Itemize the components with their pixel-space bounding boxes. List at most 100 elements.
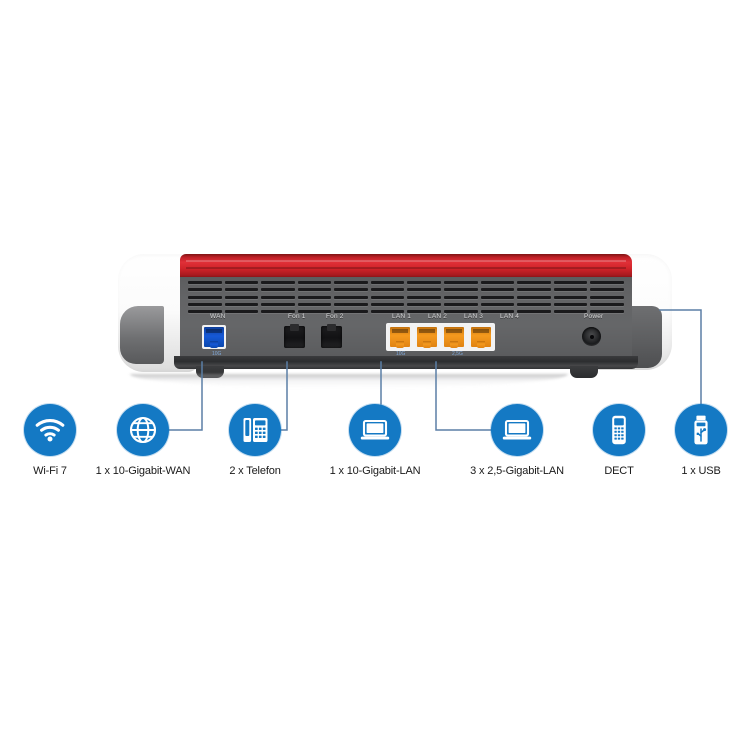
vent-slot xyxy=(297,310,332,313)
feature-wifi[interactable]: Wi-Fi 7 xyxy=(0,404,102,477)
vent-slot xyxy=(553,302,588,306)
speed-tag-lan23-speed: 2,5G xyxy=(452,351,463,357)
vent-slot xyxy=(517,302,551,306)
vent-slot xyxy=(297,281,332,284)
vent-slot xyxy=(370,295,405,299)
vent-slot xyxy=(517,310,551,313)
power-port[interactable] xyxy=(582,327,601,346)
vent-slot xyxy=(517,288,551,292)
vent-slot xyxy=(407,302,442,306)
vent-column xyxy=(444,281,478,313)
vent-column xyxy=(553,281,588,313)
vent-slot xyxy=(590,302,624,306)
wan-rj45-jack xyxy=(202,325,226,349)
vent-slot xyxy=(590,281,624,284)
device-reflection xyxy=(130,374,568,388)
vent-slot xyxy=(407,288,442,292)
vent-slot xyxy=(444,302,478,306)
lan1-port[interactable] xyxy=(388,325,412,349)
vent-slot xyxy=(407,281,442,284)
vent-slot xyxy=(297,302,332,306)
vent-slot xyxy=(334,295,368,299)
vent-slot xyxy=(261,295,295,299)
vent-slot xyxy=(517,281,551,284)
feature-wan[interactable]: 1 x 10-Gigabit-WAN xyxy=(91,404,195,477)
lan2-port[interactable] xyxy=(415,325,439,349)
port-row xyxy=(180,323,632,355)
feature-label-telefon: 2 x Telefon xyxy=(229,465,281,477)
lan3-port[interactable] xyxy=(442,325,466,349)
vent-slot xyxy=(517,295,551,299)
feature-lan10g[interactable]: 1 x 10-Gigabit-LAN xyxy=(323,404,427,477)
speed-tag-wan-speed: 10G xyxy=(212,351,222,357)
vent-column xyxy=(188,281,222,313)
ventilation-grille xyxy=(188,281,624,313)
vent-column xyxy=(224,281,259,313)
vent-slot xyxy=(297,295,332,299)
device-left-underside xyxy=(120,306,164,364)
vent-slot xyxy=(188,288,222,292)
vent-slot xyxy=(407,310,442,313)
vent-slot xyxy=(188,281,222,284)
port-label-power: Power xyxy=(584,313,604,320)
vent-slot xyxy=(334,310,368,313)
vent-slot xyxy=(444,288,478,292)
fon1-port[interactable] xyxy=(284,324,305,348)
vent-slot xyxy=(188,302,222,306)
vent-slot xyxy=(444,295,478,299)
fon1-rj11-jack xyxy=(284,324,305,348)
feature-label-dect: DECT xyxy=(604,465,634,477)
vent-slot xyxy=(444,281,478,284)
vent-slot xyxy=(480,288,515,292)
fon2-rj11-jack xyxy=(321,324,342,348)
vent-slot xyxy=(553,281,588,284)
feature-dect[interactable]: DECT xyxy=(567,404,671,477)
port-label-lan2: LAN 2 xyxy=(428,313,448,320)
desk-phone-icon xyxy=(229,404,281,456)
vent-column xyxy=(407,281,442,313)
power-jack xyxy=(582,327,601,346)
speed-tag-lan1-speed: 10G xyxy=(396,351,406,357)
cordless-phone-icon xyxy=(593,404,645,456)
vent-slot xyxy=(188,295,222,299)
vent-column xyxy=(590,281,624,313)
vent-slot xyxy=(334,302,368,306)
laptop-icon xyxy=(491,404,543,456)
vent-column xyxy=(261,281,295,313)
vent-column xyxy=(480,281,515,313)
vent-slot xyxy=(480,281,515,284)
vent-slot xyxy=(261,302,295,306)
lan4-port[interactable] xyxy=(469,325,493,349)
vent-slot xyxy=(188,310,222,313)
usb-stick-icon xyxy=(675,404,727,456)
vent-slot xyxy=(370,310,405,313)
feature-label-lan25g: 3 x 2,5-Gigabit-LAN xyxy=(470,465,564,477)
feature-label-lan10g: 1 x 10-Gigabit-LAN xyxy=(329,465,421,477)
fon2-port[interactable] xyxy=(321,324,342,348)
vent-slot xyxy=(553,295,588,299)
port-label-lan1: LAN 1 xyxy=(392,313,412,320)
vent-slot xyxy=(444,310,478,313)
vent-slot xyxy=(553,288,588,292)
feature-label-wan: 1 x 10-Gigabit-WAN xyxy=(95,465,191,477)
wifi-icon xyxy=(24,404,76,456)
vent-slot xyxy=(480,310,515,313)
feature-label-usb: 1 x USB xyxy=(681,465,721,477)
vent-slot xyxy=(224,302,259,306)
vent-slot xyxy=(261,310,295,313)
wan-port[interactable] xyxy=(202,325,226,349)
vent-slot xyxy=(590,295,624,299)
vent-slot xyxy=(590,310,624,313)
vent-slot xyxy=(261,281,295,284)
feature-lan25g[interactable]: 3 x 2,5-Gigabit-LAN xyxy=(465,404,569,477)
feature-telefon[interactable]: 2 x Telefon xyxy=(203,404,307,477)
vent-slot xyxy=(370,281,405,284)
vent-slot xyxy=(334,281,368,284)
vent-slot xyxy=(590,288,624,292)
vent-slot xyxy=(480,295,515,299)
vent-slot xyxy=(334,288,368,292)
feature-usb[interactable]: 1 x USB xyxy=(649,404,736,477)
